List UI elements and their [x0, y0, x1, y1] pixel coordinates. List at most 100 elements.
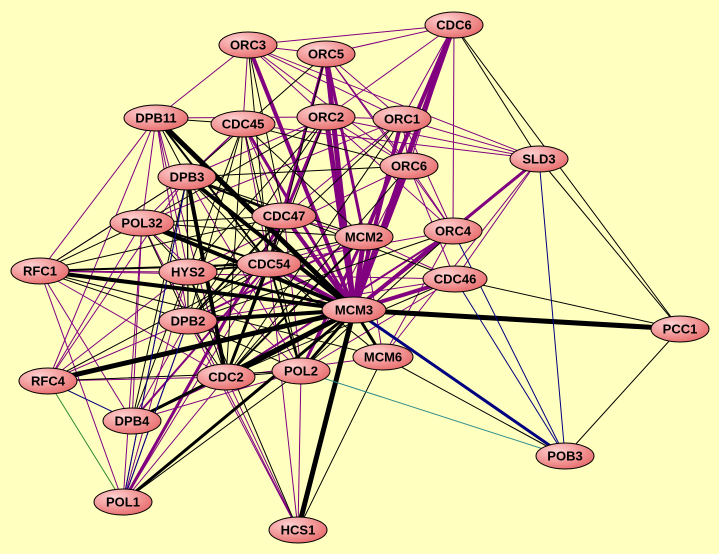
node-ellipse	[158, 258, 218, 286]
edge-cdc6-pcc1	[453, 24, 681, 330]
node-cdc2[interactable]: CDC2	[196, 363, 256, 391]
node-pob3[interactable]: POB3	[535, 442, 595, 470]
node-ellipse	[218, 31, 278, 59]
node-pol32[interactable]: POL32	[109, 209, 175, 237]
node-ellipse	[650, 315, 710, 343]
edge-cdc46-cdc2	[225, 278, 456, 378]
edge-sld3-orc2	[325, 116, 540, 160]
edge-rfc1-cdc47	[39, 215, 285, 272]
edge-sld3-cdc46	[454, 158, 540, 280]
node-label: ORC6	[391, 159, 427, 174]
node-label: RFC1	[23, 264, 57, 279]
node-label: MCM6	[364, 350, 402, 365]
edge-pol32-orc1	[141, 118, 403, 224]
edge-mcm3-pcc1	[351, 307, 683, 332]
edge-pol2-cdc54	[268, 263, 302, 372]
edge-mcm6-sld3	[382, 158, 540, 358]
node-label: DPB2	[171, 314, 206, 329]
edge-mcm3-hcs1	[295, 307, 357, 533]
node-label: CDC47	[263, 209, 306, 224]
node-label: DPB11	[135, 111, 176, 126]
edge-rfc4-pol2	[47, 370, 302, 382]
edge-cdc6-orc4	[452, 24, 455, 232]
node-hcs1[interactable]: HCS1	[268, 516, 328, 544]
edge-cdc47-orc2	[282, 115, 328, 218]
node-ellipse	[372, 105, 432, 133]
edge-rfc1-cdc54	[39, 263, 270, 272]
node-dpb2[interactable]: DPB2	[158, 307, 218, 335]
node-ellipse	[18, 367, 78, 395]
node-ellipse	[424, 11, 484, 39]
edge-dpb11-pol32	[141, 117, 157, 224]
node-cdc6[interactable]: CDC6	[424, 11, 484, 39]
node-rfc1[interactable]: RFC1	[10, 257, 70, 285]
node-orc3[interactable]: ORC3	[218, 31, 278, 59]
node-sld3[interactable]: SLD3	[509, 145, 569, 173]
edge-sld3-pcc1	[538, 158, 681, 330]
node-label: ORC1	[384, 112, 420, 127]
edge-cdc45-dpb2	[187, 123, 244, 322]
edge-dpb4-dpb3	[131, 176, 188, 422]
node-label: CDC46	[434, 272, 477, 287]
node-rfc4[interactable]: RFC4	[18, 367, 78, 395]
node-label: MCM2	[345, 230, 383, 245]
node-hys2[interactable]: HYS2	[158, 258, 218, 286]
edge-dpb11-cdc54	[155, 117, 270, 265]
edge-dpb4-hys2	[131, 271, 189, 422]
node-ellipse	[422, 265, 488, 293]
node-orc4[interactable]: ORC4	[423, 217, 483, 245]
node-ellipse	[196, 363, 256, 391]
edge-hcs1-mcm6	[297, 356, 384, 531]
edge-dpb11-hys2	[155, 117, 189, 273]
node-orc6[interactable]: ORC6	[379, 152, 439, 180]
edge-sld3-orc4	[452, 158, 540, 232]
node-label: PCC1	[663, 322, 698, 337]
node-ellipse	[423, 217, 483, 245]
node-mcm2[interactable]: MCM2	[334, 223, 394, 251]
node-ellipse	[509, 145, 569, 173]
edge-orc3-cdc54	[247, 44, 270, 265]
edge-pol2-dpb3	[186, 176, 302, 372]
edge-pol1-dpb3	[122, 176, 188, 503]
node-ellipse	[102, 407, 162, 435]
node-label: HYS2	[171, 265, 205, 280]
node-orc5[interactable]: ORC5	[296, 40, 356, 68]
edge-pol1-dpb2	[122, 320, 189, 503]
node-cdc47[interactable]: CDC47	[251, 202, 317, 230]
edge-orc5-orc4	[325, 53, 454, 232]
node-ellipse	[334, 223, 394, 251]
edge-cdc6-orc2	[325, 24, 455, 118]
node-mcm6[interactable]: MCM6	[352, 343, 414, 371]
node-orc1[interactable]: ORC1	[372, 105, 432, 133]
edge-sld3-cdc45	[242, 123, 540, 160]
node-orc2[interactable]: ORC2	[296, 103, 356, 131]
node-cdc46[interactable]: CDC46	[422, 265, 488, 293]
edge-rfc4-dpb2	[47, 320, 189, 382]
node-pol2[interactable]: POL2	[271, 357, 331, 385]
node-mcm3[interactable]: MCM3	[321, 296, 387, 324]
edge-dpb3-orc2	[186, 116, 327, 178]
edge-sld3-pob3	[538, 158, 566, 457]
edge-dpb3-cdc54	[186, 176, 270, 265]
edge-hcs1-dpb2	[187, 320, 299, 531]
node-label: CDC45	[222, 117, 265, 132]
node-dpb11[interactable]: DPB11	[123, 104, 189, 132]
node-pcc1[interactable]: PCC1	[650, 315, 710, 343]
node-pol1[interactable]: POL1	[93, 488, 153, 516]
node-cdc54[interactable]: CDC54	[236, 250, 302, 278]
edge-dpb4-cdc54	[131, 263, 270, 422]
edge-mcm2-pol32	[141, 222, 365, 238]
node-label: POB3	[547, 449, 582, 464]
edge-cdc6-orc6	[408, 24, 455, 167]
node-ellipse	[268, 516, 328, 544]
node-dpb4[interactable]: DPB4	[102, 407, 162, 435]
node-dpb3[interactable]: DPB3	[157, 163, 217, 191]
node-cdc45[interactable]: CDC45	[210, 110, 276, 138]
node-label: CDC2	[208, 370, 243, 385]
edge-cdc46-pcc1	[454, 278, 681, 330]
edge-mcm3-pol1	[121, 308, 356, 504]
edge-orc3-cdc6	[247, 24, 455, 46]
node-ellipse	[10, 257, 70, 285]
edge-hcs1-cdc2	[225, 376, 299, 531]
